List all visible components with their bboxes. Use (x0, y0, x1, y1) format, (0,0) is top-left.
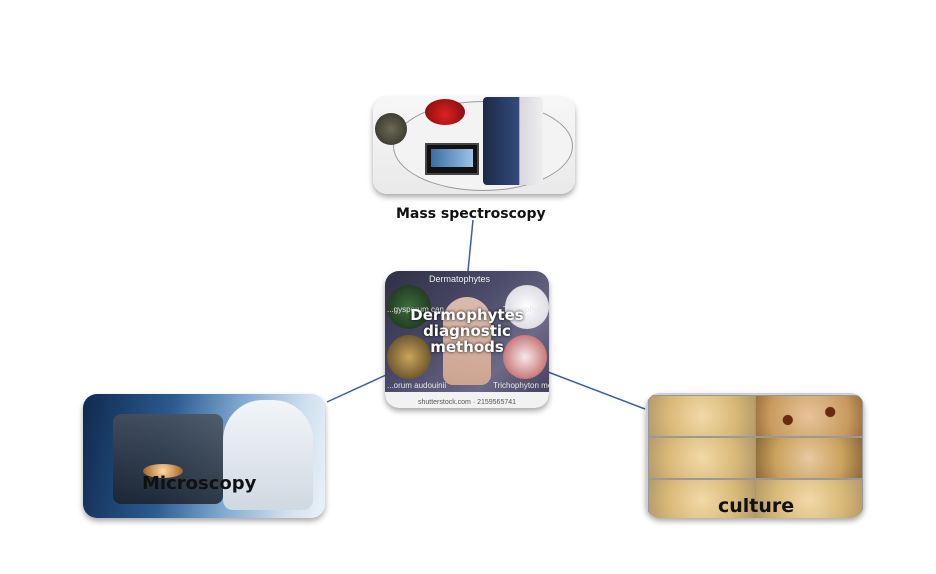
fungus-circle-icon (503, 335, 547, 379)
center-main-title: Dermophytes diagnostic methods (385, 307, 549, 355)
link-center-culture (547, 371, 646, 410)
petri-dish-icon (375, 113, 407, 145)
scientist-icon (223, 400, 313, 510)
mass-spectroscopy-label: Mass spectroscopy (396, 206, 546, 222)
fungus-circle-icon (387, 285, 431, 329)
culture-plate-icon (755, 437, 863, 479)
center-title-line: diagnostic (423, 322, 511, 340)
culture-plate-icon (755, 395, 863, 437)
center-title-top: Dermatophytes (429, 274, 491, 284)
culture-label: culture (718, 495, 795, 517)
link-center-microscopy (326, 374, 387, 403)
center-title-line: Dermophytes (410, 306, 524, 324)
center-title-line: methods (430, 338, 504, 356)
watermark-bar (385, 392, 549, 408)
culture-image (646, 393, 864, 518)
microscopy-image (83, 394, 325, 518)
center-small-label: Trichophyton menta... (493, 381, 549, 390)
culture-plate-icon (648, 437, 756, 479)
hand-icon (443, 297, 491, 385)
center-small-label: ...gysporum can... (387, 305, 451, 314)
microscopy-label: Microscopy (142, 473, 257, 494)
fungus-circle-icon (505, 285, 549, 329)
center-small-label: Trichophyton ru... (503, 305, 549, 314)
microscope-icon (113, 414, 223, 504)
link-center-mass (467, 219, 474, 272)
mass-spectrometer-icon (483, 97, 543, 185)
mass-spectroscopy-image (373, 97, 575, 194)
culture-plate-icon (648, 395, 756, 437)
sample-plate-icon (425, 99, 465, 125)
watermark-text: shutterstock.com · 2159565741 (417, 399, 517, 406)
culture-plate-icon (755, 479, 863, 518)
computer-monitor-icon (425, 143, 479, 175)
stage-light-icon (143, 464, 183, 478)
center-node-image: Dermatophytes ...gysporum can... Trichop… (385, 271, 549, 408)
fungus-circle-icon (387, 335, 431, 379)
center-small-label: ...orum audouinii (387, 381, 447, 390)
